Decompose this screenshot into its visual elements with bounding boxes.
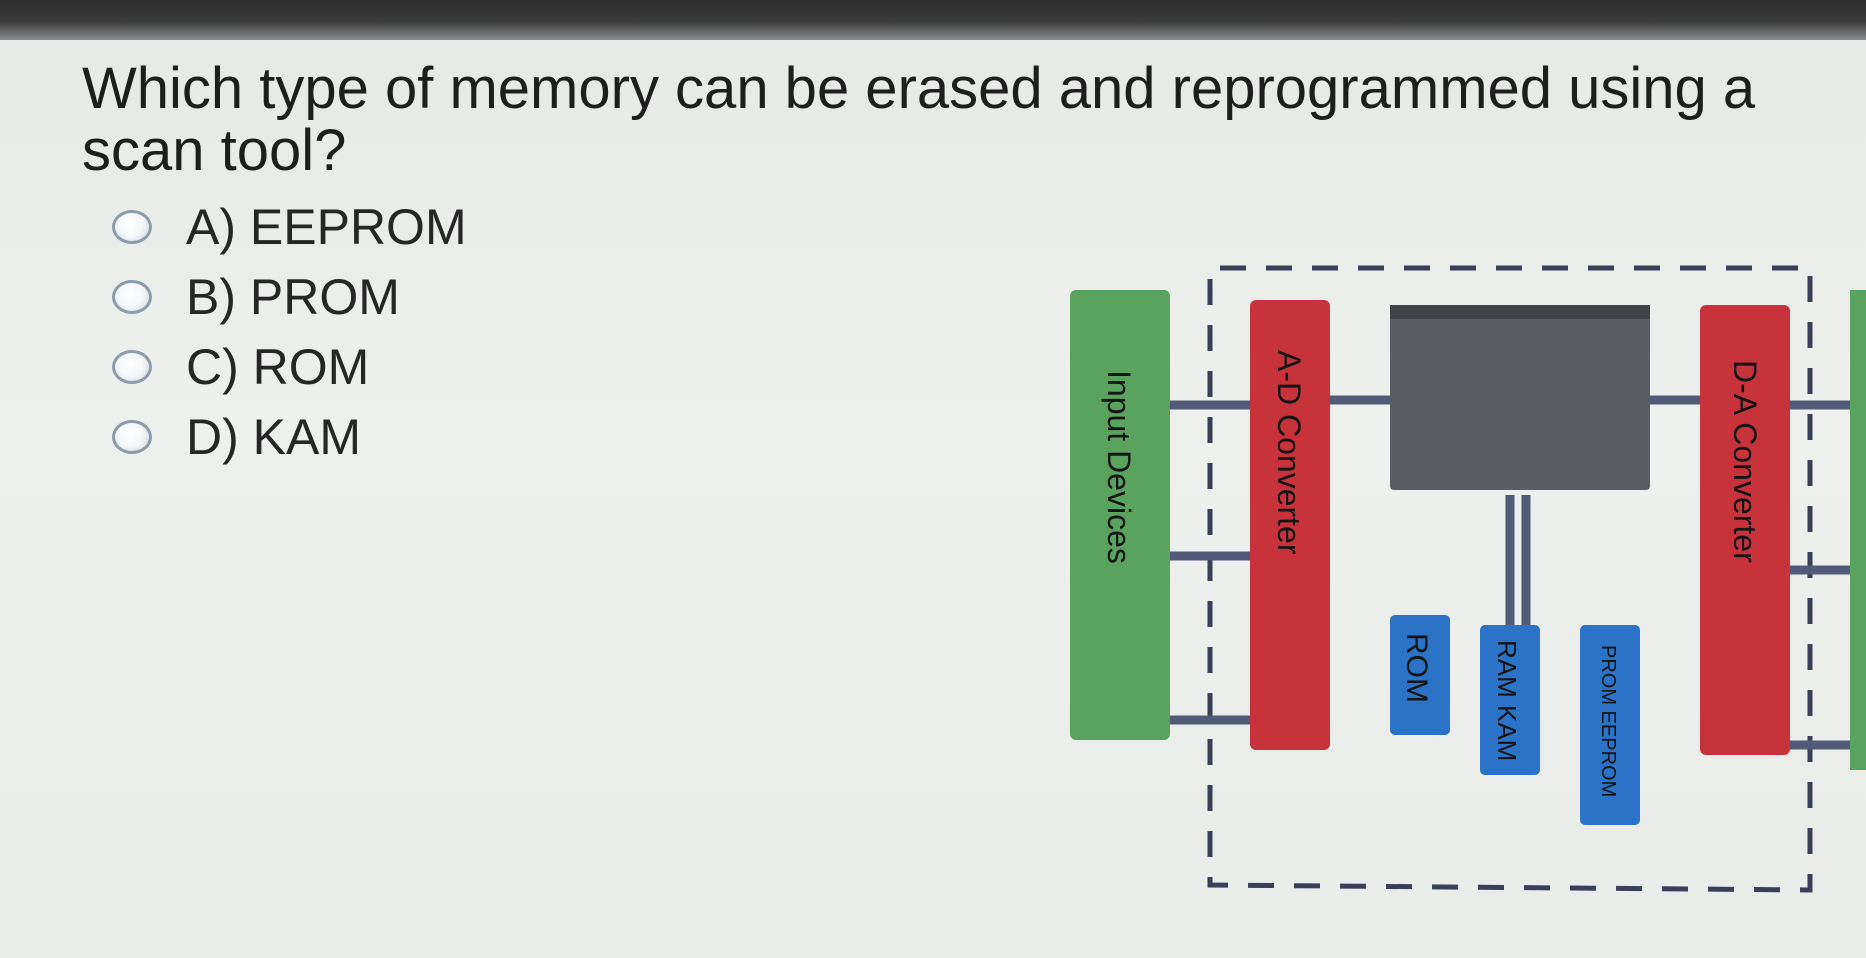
ram-kam-chip [1480,625,1540,775]
input-devices-label: Input Devices [1101,370,1137,564]
input-devices-block [1070,290,1170,740]
cpu-block-top-edge [1390,305,1650,319]
rom-chip [1390,615,1450,735]
da-converter-label: D-A Converter [1727,360,1763,563]
question-text: Which type of memory can be erased and r… [82,56,1756,183]
option-a[interactable]: A) EEPROM [112,196,467,258]
ad-converter-label: A-D Converter [1271,350,1307,555]
option-b[interactable]: B) PROM [112,266,467,328]
computer-enclosure-border [1207,265,1813,893]
option-label: C) ROM [186,339,370,395]
radio-button[interactable] [112,420,152,454]
option-d[interactable]: D) KAM [112,406,467,468]
option-c[interactable]: C) ROM [112,336,467,398]
ad-converter-block [1250,300,1330,750]
radio-button[interactable] [112,210,152,244]
prom-eeprom-chip [1580,625,1640,825]
cpu-block [1390,305,1650,490]
computer-block-diagram: Input Devices A-D Converter D-A Converte… [1050,250,1866,910]
option-label: A) EEPROM [186,199,467,255]
top-bar [0,0,1866,40]
option-label: D) KAM [186,409,361,465]
rom-label: ROM [1400,633,1433,703]
answer-options: A) EEPROM B) PROM C) ROM D) KAM [112,196,467,476]
ram-kam-label: RAM KAM [1492,640,1522,761]
diagram-svg: Input Devices A-D Converter D-A Converte… [1070,265,1866,893]
radio-button[interactable] [112,280,152,314]
output-devices-edge [1850,290,1866,770]
prom-eeprom-label: PROM EEPROM [1597,645,1619,797]
da-converter-block [1700,305,1790,755]
radio-button[interactable] [112,350,152,384]
option-label: B) PROM [186,269,400,325]
